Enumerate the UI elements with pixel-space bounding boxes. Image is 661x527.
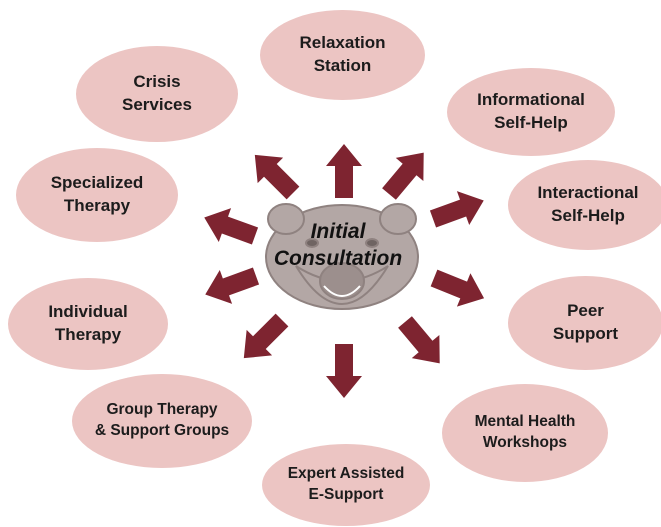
- bear-head-icon: [265, 203, 419, 310]
- arrow-to-relaxation: [326, 144, 362, 198]
- node-individual-therapy: Individual Therapy: [8, 278, 168, 370]
- node-informational-self-help: Informational Self-Help: [447, 68, 615, 156]
- node-specialized-therapy: Specialized Therapy: [16, 148, 178, 242]
- arrow-to-interactional: [426, 183, 490, 236]
- arrow-to-peer: [427, 261, 491, 315]
- node-peer-support: Peer Support: [508, 276, 661, 370]
- node-group-therapy: Group Therapy & Support Groups: [72, 374, 252, 468]
- node-mental-health-workshops: Mental Health Workshops: [442, 384, 608, 482]
- node-interactional-self-help: Interactional Self-Help: [508, 160, 661, 250]
- arrow-to-e-support: [326, 344, 362, 398]
- node-relaxation-station: Relaxation Station: [260, 10, 425, 100]
- node-expert-assisted-e-support: Expert Assisted E-Support: [262, 444, 430, 526]
- arrow-to-group: [231, 307, 295, 371]
- arrow-to-informational: [375, 141, 438, 206]
- arrow-to-workshops: [391, 310, 454, 375]
- arrow-to-specialized: [198, 200, 262, 253]
- center-label: Initial Consultation: [273, 220, 403, 271]
- arrow-to-crisis: [242, 142, 306, 206]
- node-crisis-services: Crisis Services: [76, 46, 238, 142]
- arrow-to-individual: [199, 259, 263, 312]
